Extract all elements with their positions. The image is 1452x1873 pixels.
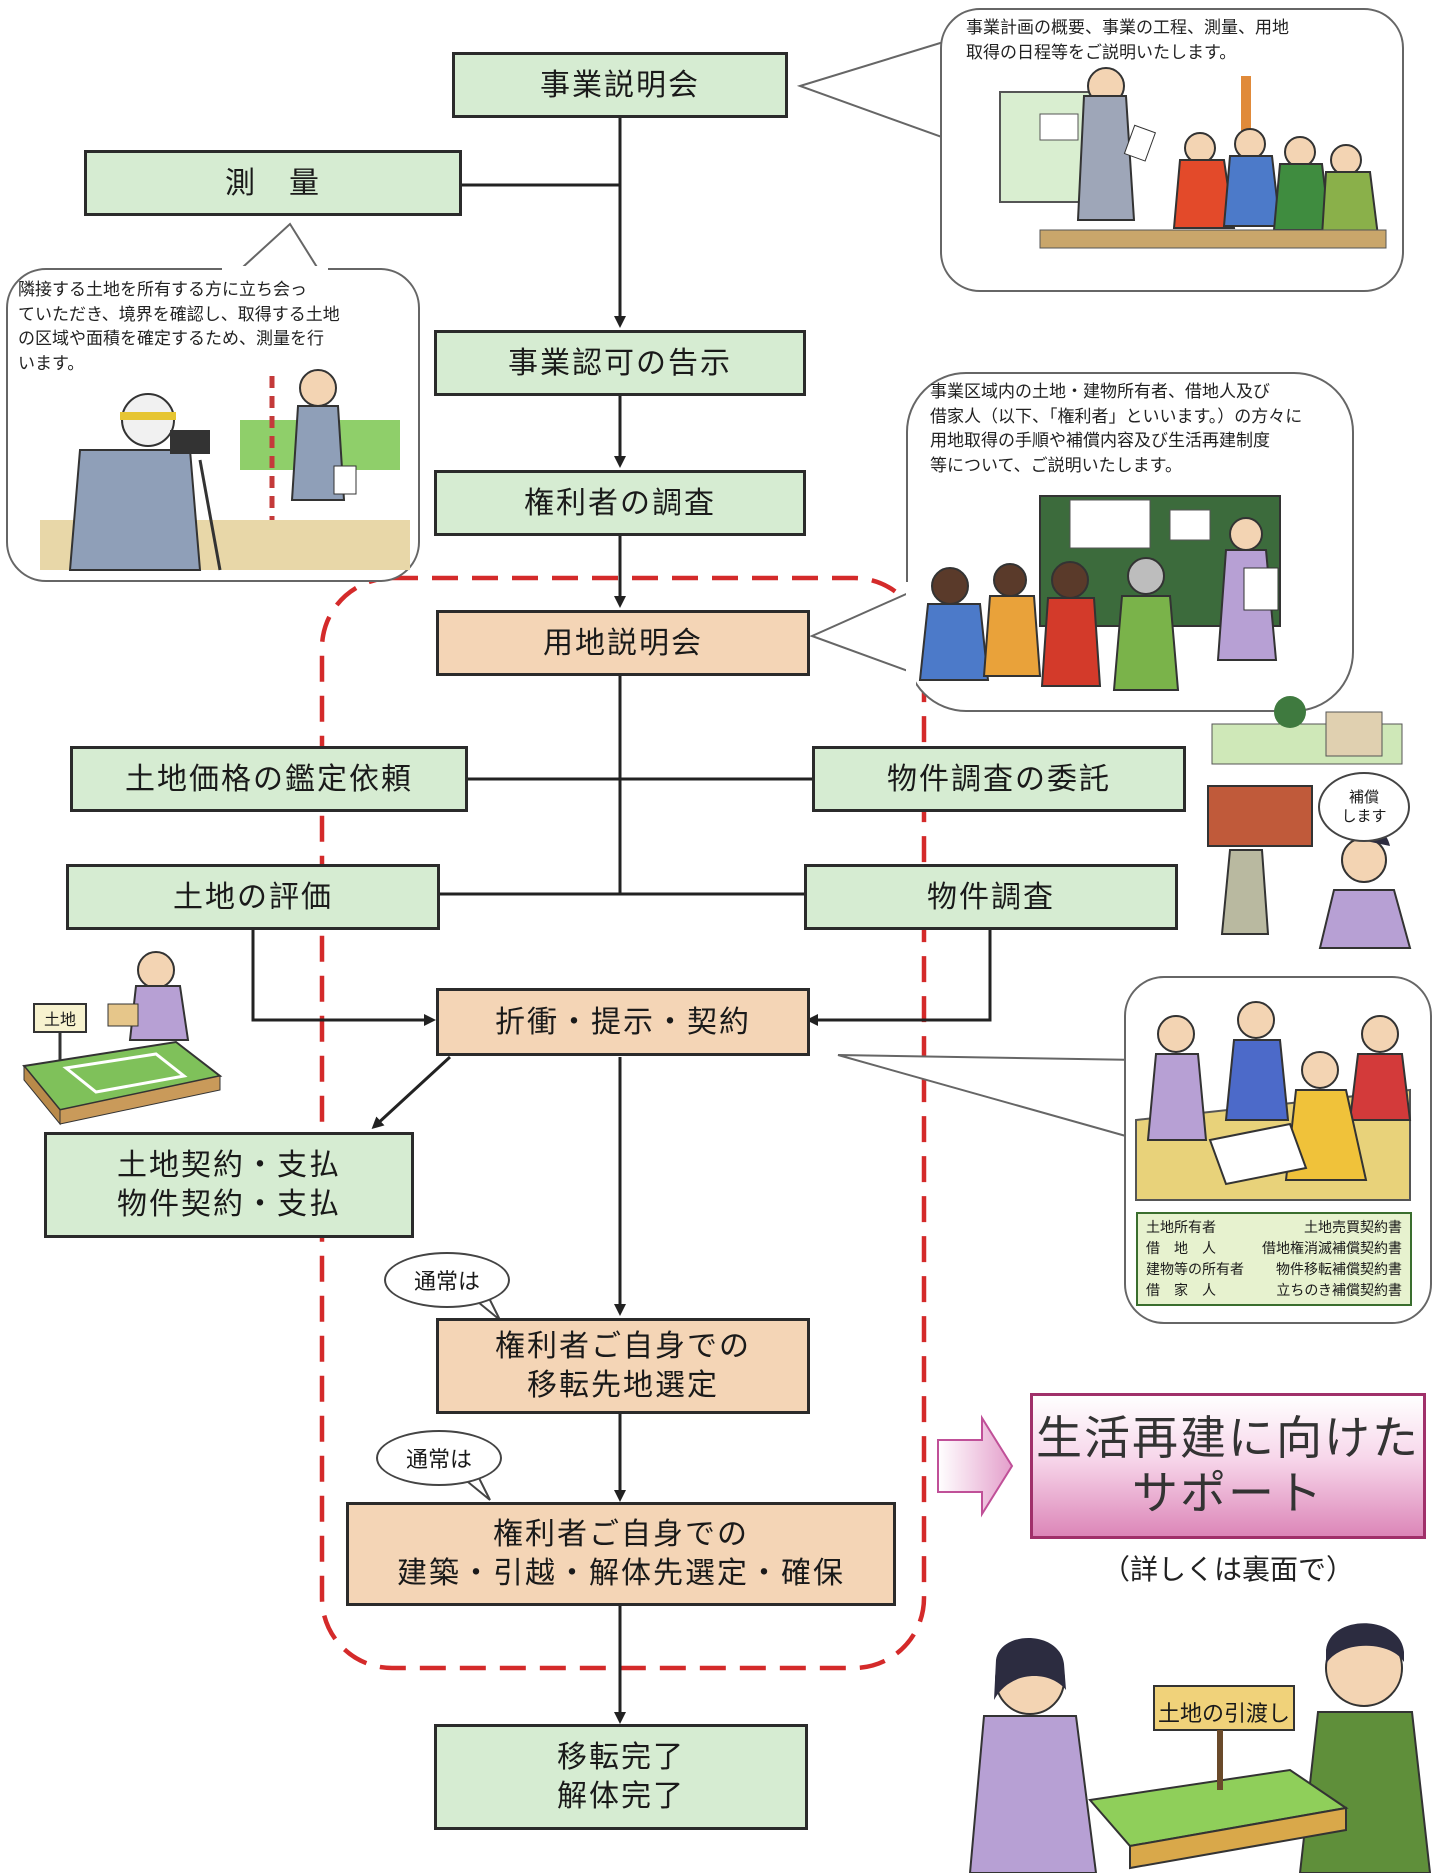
node-label: 用地説明会 <box>543 625 703 661</box>
node-label: 測 量 <box>225 165 321 201</box>
bubble-text-left: 隣接する土地を所有する方に立ち会っ ていただき、境界を確認し、取得する土地 の区… <box>18 280 340 374</box>
node-label: 土地の評価 <box>173 879 333 915</box>
support-arrow <box>937 1414 1014 1518</box>
bubble-text-top-right: 事業計画の概要、事業の工程、測量、用地 取得の日程等をご説明いたします。 <box>966 18 1289 63</box>
node-bukken-itaku: 物件調査の委託 <box>812 746 1186 812</box>
edge-hyoka-sessho <box>251 929 436 1026</box>
tsujo-text: 通常は <box>405 1448 472 1473</box>
node-label: 権利者の調査 <box>524 485 716 521</box>
node-label: 権利者ご自身での 建築・引越・解体先選定・確保 <box>397 1517 845 1591</box>
node-kenrisha-chosa: 権利者の調査 <box>434 470 806 536</box>
contract-doc: 物件移転補償契約書 <box>1276 1262 1402 1278</box>
node-jigyo-ninka: 事業認可の告示 <box>434 330 806 396</box>
contract-doc: 借地権消滅補償契約書 <box>1262 1241 1402 1257</box>
land-model-illustration <box>22 951 223 1126</box>
presentation-illustration <box>918 495 1281 691</box>
node-label: 折衝・提示・契約 <box>495 1004 751 1040</box>
tsujo-text: 通常は <box>413 1270 480 1295</box>
node-bukken-chosa: 物件調査 <box>804 864 1178 930</box>
tsujo-bubble-1: 通常は <box>384 1252 510 1308</box>
contract-row: 建物等の所有者 物件移転補償契約書 <box>1146 1260 1402 1281</box>
node-label: 土地価格の鑑定依頼 <box>125 761 413 797</box>
node-sessho: 折衝・提示・契約 <box>436 988 810 1056</box>
contract-who: 借 家 人 <box>1146 1283 1216 1299</box>
node-tochi-hyoka: 土地の評価 <box>66 864 440 930</box>
classroom-illustration <box>999 67 1387 249</box>
node-label: 移転完了 解体完了 <box>557 1740 685 1814</box>
tochi-sign-label: 土地 <box>43 1010 76 1029</box>
contract-doc: 立ちのき補償契約書 <box>1276 1283 1402 1299</box>
node-label: 事業説明会 <box>540 67 700 103</box>
handover-illustration <box>968 1623 1432 1873</box>
node-yochi-setsumeikai: 用地説明会 <box>436 610 810 676</box>
hosho-text: 補償 します <box>1341 787 1387 826</box>
contract-who: 建物等の所有者 <box>1146 1262 1244 1278</box>
node-label: 事業認可の告示 <box>508 345 732 381</box>
contract-who: 土地所有者 <box>1146 1220 1216 1236</box>
dashed-region-frame <box>319 575 927 1671</box>
hikiwatashi-sign-label: 土地の引渡し <box>1157 1702 1290 1727</box>
node-keiyaku-shiharai: 土地契約・支払 物件契約・支払 <box>44 1132 414 1238</box>
tsujo-bubble-2: 通常は <box>376 1430 502 1486</box>
contract-table: 土地所有者 土地売買契約書 借 地 人 借地権消滅補償契約書 建物等の所有者 物件移転… <box>1136 1212 1412 1306</box>
support-note: （詳しくは裏面で） <box>1101 1553 1354 1586</box>
edge-bukken-sessho <box>806 929 992 1026</box>
contract-row: 借 地 人 借地権消滅補償契約書 <box>1146 1239 1402 1260</box>
contract-signing-illustration <box>1135 1001 1412 1201</box>
node-jigyo-setsumeikai: 事業説明会 <box>452 52 788 118</box>
surveying-illustration <box>40 369 410 571</box>
contract-row: 土地所有者 土地売買契約書 <box>1146 1218 1402 1239</box>
node-kenchiku-sentei: 権利者ご自身での 建築・引越・解体先選定・確保 <box>346 1502 896 1606</box>
support-panel: 生活再建に向けた サポート <box>1030 1393 1426 1539</box>
hosho-bubble: 補償 します <box>1318 772 1410 842</box>
node-tochi-kakaku: 土地価格の鑑定依頼 <box>70 746 468 812</box>
node-label: 土地契約・支払 物件契約・支払 <box>117 1148 341 1222</box>
contract-doc: 土地売買契約書 <box>1304 1220 1402 1236</box>
node-iten-kanryo: 移転完了 解体完了 <box>434 1724 808 1830</box>
compensation-illustration <box>1207 696 1412 949</box>
edge-sessho-keiyaku <box>371 1055 452 1130</box>
support-title: 生活再建に向けた サポート <box>1036 1410 1420 1520</box>
bubble-text-mid-right: 事業区域内の土地・建物所有者、借地人及び 借家人（以下、「権利者」といいます。）… <box>930 382 1303 476</box>
node-iten-sentei: 権利者ご自身での 移転先地選定 <box>436 1318 810 1414</box>
node-label: 権利者ご自身での 移転先地選定 <box>495 1329 751 1403</box>
contract-row: 借 家 人 立ちのき補償契約書 <box>1146 1281 1402 1302</box>
node-label: 物件調査 <box>927 879 1055 915</box>
node-label: 物件調査の委託 <box>887 761 1111 797</box>
contract-who: 借 地 人 <box>1146 1241 1216 1257</box>
node-sokuryo: 測 量 <box>84 150 462 216</box>
